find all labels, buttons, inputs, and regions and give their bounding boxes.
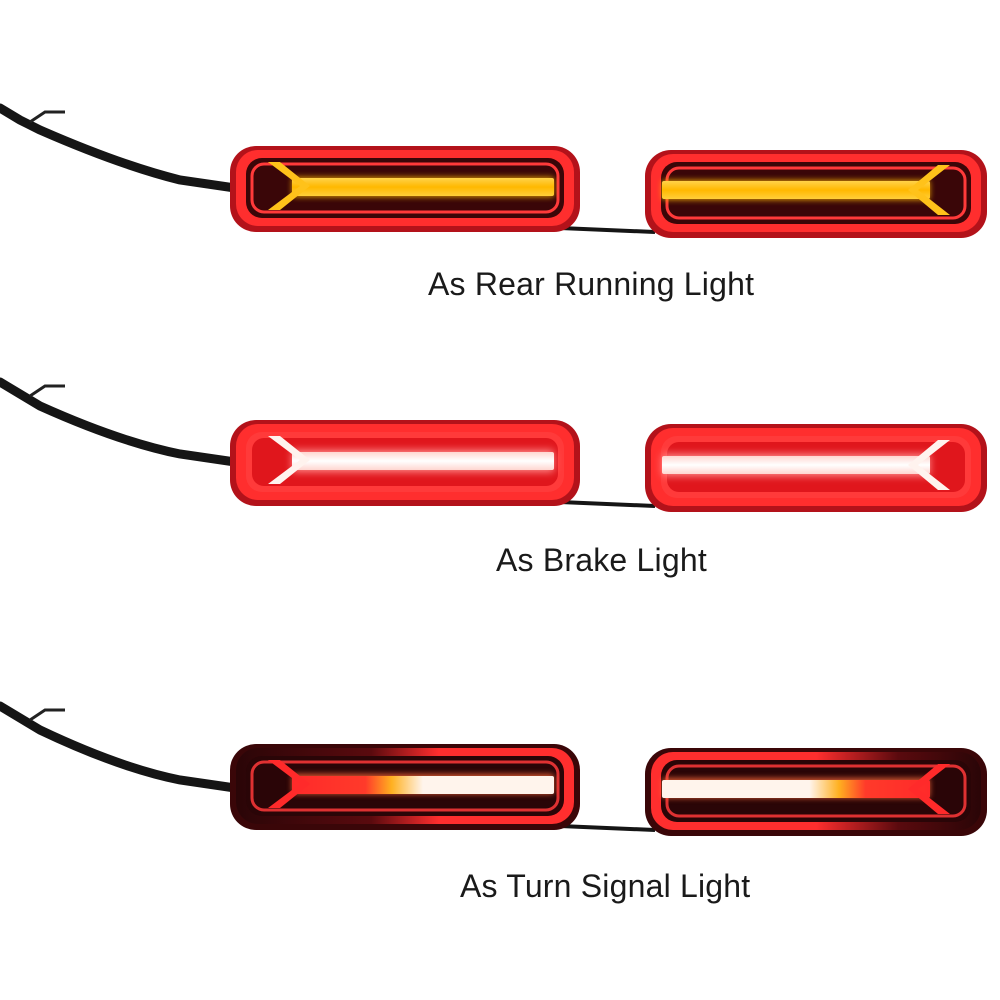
- caption-brake: As Brake Light: [496, 542, 707, 578]
- left-lamp: [230, 744, 580, 830]
- wire-connector: [29, 110, 65, 124]
- scene-turn-signal: As Turn Signal Light: [0, 650, 1000, 920]
- right-lamp: [645, 748, 987, 836]
- tail-light-pair-running: [0, 103, 987, 238]
- caption-rear-running: As Rear Running Light: [428, 266, 755, 302]
- wire: [0, 377, 240, 467]
- scene-brake: As Brake Light: [0, 330, 1000, 590]
- right-lamp: [645, 424, 987, 512]
- wire: [0, 701, 240, 793]
- wire: [0, 103, 240, 193]
- tail-light-pair-turn: [0, 701, 987, 836]
- left-lamp: [230, 146, 580, 232]
- left-lamp: [230, 420, 580, 506]
- wire-bridge: [559, 226, 656, 234]
- wire-connector: [29, 384, 65, 398]
- scene-rear-running: As Rear Running Light: [0, 0, 1000, 320]
- wire-bridge: [559, 824, 656, 832]
- caption-turn-signal: As Turn Signal Light: [460, 868, 751, 904]
- wire-bridge: [559, 500, 656, 508]
- right-lamp: [645, 150, 987, 238]
- tail-light-pair-brake: [0, 377, 987, 512]
- wire-connector: [29, 708, 65, 722]
